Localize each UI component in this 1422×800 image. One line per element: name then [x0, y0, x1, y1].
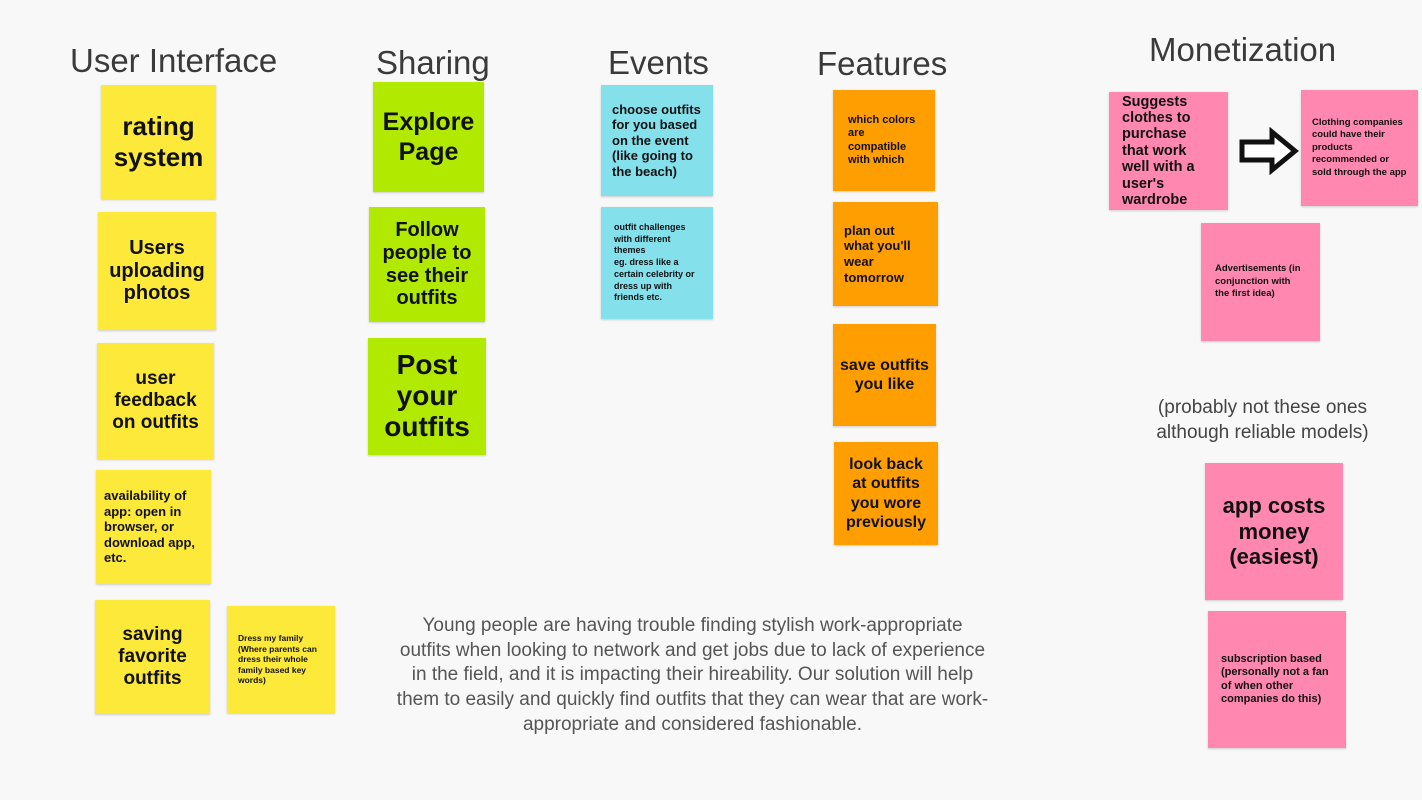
- note-choose-outfits-event[interactable]: choose outfits for you based on the even…: [601, 85, 713, 196]
- note-subscription-based[interactable]: subscription based (personally not a fan…: [1208, 611, 1346, 748]
- note-follow-people[interactable]: Follow people to see their outfits: [369, 207, 485, 322]
- note-outfit-challenges[interactable]: outfit challenges with different themes …: [601, 207, 713, 319]
- right-arrow-icon: [1239, 127, 1299, 175]
- note-users-uploading-photos[interactable]: Users uploading photos: [98, 212, 216, 330]
- note-post-your-outfits[interactable]: Post your outfits: [368, 338, 486, 455]
- note-suggests-clothes[interactable]: Suggests clothes to purchase that work w…: [1109, 92, 1228, 210]
- note-look-back[interactable]: look back at outfits you wore previously: [834, 442, 938, 545]
- note-user-feedback[interactable]: user feedback on outfits: [97, 343, 214, 459]
- note-compatible-colors[interactable]: which colors are compatible with which: [833, 90, 935, 191]
- note-advertisements[interactable]: Advertisements (in conjunction with the …: [1201, 223, 1320, 341]
- note-dress-my-family[interactable]: Dress my family (Where parents can dress…: [227, 606, 335, 713]
- note-clothing-companies[interactable]: Clothing companies could have their prod…: [1301, 90, 1418, 206]
- note-saving-favorite-outfits[interactable]: saving favorite outfits: [95, 600, 210, 714]
- note-availability[interactable]: availability of app: open in browser, or…: [96, 470, 211, 584]
- note-plan-outfit[interactable]: plan out what you'll wear tomorrow: [833, 202, 938, 306]
- problem-statement: Young people are having trouble finding …: [396, 615, 989, 735]
- heading-monetization: Monetization: [1149, 31, 1337, 68]
- note-app-costs-money[interactable]: app costs money (easiest): [1205, 463, 1343, 600]
- heading-user-interface: User Interface: [70, 42, 278, 79]
- monetization-aside: (probably not these ones although reliab…: [1156, 397, 1369, 443]
- heading-events: Events: [608, 44, 709, 81]
- heading-sharing: Sharing: [376, 44, 490, 81]
- heading-features: Features: [817, 45, 948, 82]
- note-save-outfits[interactable]: save outfits you like: [833, 324, 936, 426]
- note-explore-page[interactable]: Explore Page: [373, 82, 484, 192]
- note-rating-system[interactable]: rating system: [101, 85, 216, 199]
